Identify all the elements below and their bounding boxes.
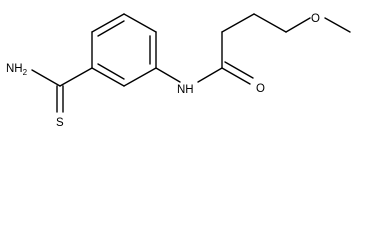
c-o-bond xyxy=(285,17,311,33)
chain-bond xyxy=(253,13,287,33)
ring-double-bond xyxy=(97,63,125,80)
chemical-structure-diagram: NH2 S NH O O xyxy=(6,13,351,129)
amine-nh2-label: NH2 xyxy=(6,63,28,77)
amide-group xyxy=(155,61,254,85)
ring-to-thiocarbon-bond xyxy=(59,67,93,87)
chain-bond xyxy=(221,13,255,33)
amine-n-text: NH xyxy=(6,63,23,75)
benzene-ring xyxy=(91,13,157,87)
ring-to-n-bond xyxy=(155,67,181,83)
c-n-bond xyxy=(31,69,61,87)
o-methyl-bond xyxy=(324,17,351,33)
carbonyl-double-bond xyxy=(224,61,254,79)
n-to-carbonyl-bond xyxy=(197,67,223,83)
ether-oxygen-label: O xyxy=(311,13,320,25)
amide-nh-label: NH xyxy=(177,84,194,96)
amine-subscript: 2 xyxy=(23,68,28,77)
thioamide-group xyxy=(31,67,93,113)
ring-bond xyxy=(123,67,157,87)
carbonyl-oxygen-label: O xyxy=(256,83,265,95)
methoxypropyl-chain xyxy=(221,13,351,69)
ring-bond xyxy=(91,13,125,33)
sulfur-label: S xyxy=(56,117,64,129)
ring-double-bond xyxy=(97,20,125,37)
ring-bond xyxy=(91,67,125,87)
carbonyl-double-bond xyxy=(221,67,251,85)
ring-bond xyxy=(123,13,157,33)
